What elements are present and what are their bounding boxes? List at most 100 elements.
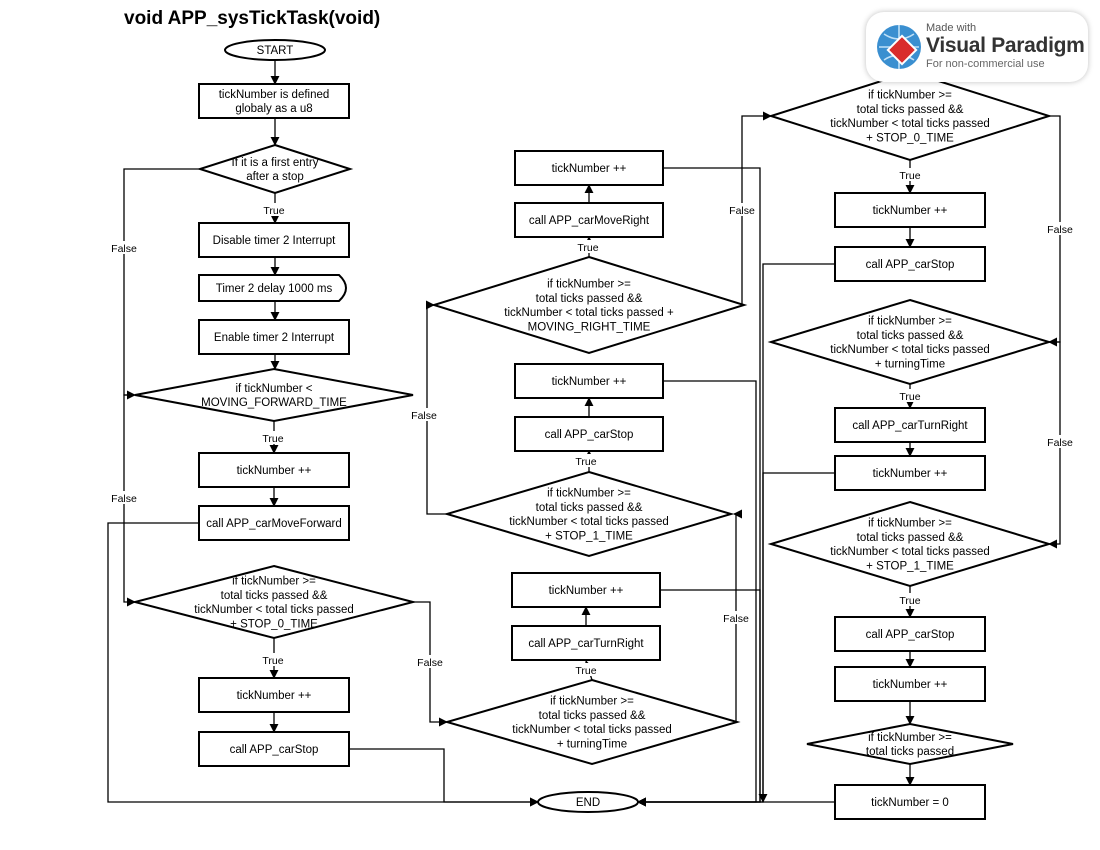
flow-node-shape	[443, 678, 741, 766]
flow-node-text: if tickNumber >=total ticks passed &&tic…	[194, 576, 353, 631]
flow-node-text: if tickNumber >=total ticks passed &&tic…	[830, 518, 989, 573]
edge-label-true: True	[899, 170, 920, 182]
flow-node-shape	[834, 407, 986, 443]
flow-node-text: tickNumber ++	[237, 465, 312, 477]
flow-node-text: Timer 2 delay 1000 ms	[216, 283, 333, 295]
flow-edge-label-bg	[110, 241, 138, 254]
edge-label-true: True	[262, 433, 283, 445]
edge-label-true: True	[262, 655, 283, 667]
flow-edge-label-bg	[259, 431, 287, 444]
edge-label-false: False	[729, 205, 755, 217]
flow-node-c3_reset: tickNumber = 0	[834, 784, 986, 820]
flow-node-text: tickNumber = 0	[871, 797, 949, 809]
edge-label-false: False	[723, 613, 749, 625]
flow-node-c2_if_right: if tickNumber >=total ticks passed &&tic…	[430, 255, 748, 355]
edge-label-true: True	[575, 665, 596, 677]
flow-node-shape	[198, 274, 347, 302]
flow-node-c2_if_turn: if tickNumber >=total ticks passed &&tic…	[443, 678, 741, 766]
flow-edge-label-bg	[260, 203, 288, 216]
visual-paradigm-watermark: Made with Visual Paradigm For non-commer…	[866, 12, 1088, 82]
flow-node-c3_car_stop_1: call APP_carStop	[834, 246, 986, 282]
flow-node-c2_tick_inc_turn: tickNumber ++	[511, 572, 661, 608]
flow-node-shape	[806, 722, 1014, 766]
flow-node-text: if tickNumber >=total ticks passed	[866, 732, 954, 758]
flow-node-c2_move_right: call APP_carMoveRight	[514, 202, 664, 238]
flow-edge-label-bg	[896, 389, 924, 402]
flow-node-c1_disable_timer: Disable timer 2 Interrupt	[198, 222, 350, 258]
flow-node-text: if tickNumber >=total ticks passed &&tic…	[830, 316, 989, 371]
flow-node-c1_car_stop: call APP_carStop	[198, 731, 350, 767]
flow-node-shape	[198, 222, 350, 258]
flow-node-shape	[198, 319, 350, 355]
flow-node-text: call APP_carStop	[230, 744, 319, 756]
flow-node-text: call APP_carMoveForward	[206, 518, 342, 530]
flow-node-shape	[134, 367, 414, 423]
edge-label-true: True	[575, 456, 596, 468]
flow-edge-label-bg	[574, 240, 602, 253]
flow-node-c1_if_forward: if tickNumber <MOVING_FORWARD_TIME	[134, 367, 414, 423]
flow-node-shape	[131, 564, 417, 640]
flow-node-c3_car_stop_2: call APP_carStop	[834, 616, 986, 652]
flow-edge-label-bg	[722, 611, 750, 624]
edge-label-false: False	[417, 657, 443, 669]
flow-node-shape	[198, 505, 350, 541]
edge-label-false: False	[111, 243, 137, 255]
flow-node-c3_if_stop0: if tickNumber >=total ticks passed &&tic…	[767, 70, 1053, 162]
flow-edge-label-bg	[896, 168, 924, 181]
visual-paradigm-logo-icon	[877, 25, 921, 69]
edge-label-true: True	[899, 595, 920, 607]
flow-edge	[349, 748, 539, 807]
flow-node-text: tickNumber ++	[873, 679, 948, 691]
flow-node-text: if tickNumber >=total ticks passed &&tic…	[512, 696, 671, 751]
flow-node-shape	[430, 255, 748, 355]
flow-node-shape	[834, 784, 986, 820]
flow-node-text: END	[576, 797, 600, 809]
flow-node-shape	[537, 791, 639, 813]
flow-node-shape	[767, 298, 1053, 386]
flow-node-shape	[198, 452, 350, 488]
flow-node-shape	[514, 363, 664, 399]
flow-node-shape	[511, 625, 661, 661]
flow-node-text: call APP_carTurnRight	[852, 420, 968, 432]
flow-edge-label-bg	[572, 663, 600, 676]
flow-node-text: if tickNumber >=total ticks passed &&tic…	[504, 279, 674, 334]
flow-node-c2_car_stop: call APP_carStop	[514, 416, 664, 452]
flow-node-text: tickNumber ++	[873, 468, 948, 480]
flow-node-shape	[767, 500, 1053, 588]
flow-node-shape	[196, 143, 354, 195]
flow-node-c3_tick_inc_3: tickNumber ++	[834, 666, 986, 702]
flow-node-shape	[514, 150, 664, 186]
flow-edge	[123, 168, 200, 400]
edge-label-true: True	[577, 242, 598, 254]
flow-edge-label-bg	[728, 203, 756, 216]
flow-edge-label-bg	[572, 454, 600, 467]
flow-node-text: call APP_carStop	[866, 259, 955, 271]
flow-node-c3_if_turn: if tickNumber >=total ticks passed &&tic…	[767, 298, 1053, 386]
flow-node-shape	[834, 455, 986, 491]
flow-node-text: call APP_carStop	[545, 429, 634, 441]
flow-node-shape	[511, 572, 661, 608]
flow-node-text: if tickNumber <MOVING_FORWARD_TIME	[201, 383, 347, 409]
flow-node-c3_tick_inc_2: tickNumber ++	[834, 455, 986, 491]
flow-node-c1_delay: Timer 2 delay 1000 ms	[198, 274, 347, 302]
flow-node-end: END	[537, 791, 639, 813]
flow-node-c2_tick_inc_stop: tickNumber ++	[514, 363, 664, 399]
flow-node-text: Enable timer 2 Interrupt	[214, 332, 335, 344]
flow-node-text: tickNumber ++	[237, 690, 312, 702]
edge-label-false: False	[411, 410, 437, 422]
flow-node-c1_tick_inc_1: tickNumber ++	[198, 452, 350, 488]
flow-node-text: tickNumber ++	[873, 205, 948, 217]
flow-node-c1_if_stop0: if tickNumber >=total ticks passed &&tic…	[131, 564, 417, 640]
flow-node-shape	[514, 202, 664, 238]
flow-node-shape	[834, 192, 986, 228]
edge-label-false: False	[1047, 437, 1073, 449]
flow-node-text: tickNumber ++	[552, 163, 627, 175]
flow-node-text: if tickNumber >=total ticks passed &&tic…	[509, 488, 668, 543]
flow-node-shape	[834, 666, 986, 702]
flow-edge-label-bg	[416, 655, 444, 668]
edge-label-true: True	[263, 205, 284, 217]
flow-node-c1_tick_inc_2: tickNumber ++	[198, 677, 350, 713]
flow-node-c3_tick_inc_1: tickNumber ++	[834, 192, 986, 228]
